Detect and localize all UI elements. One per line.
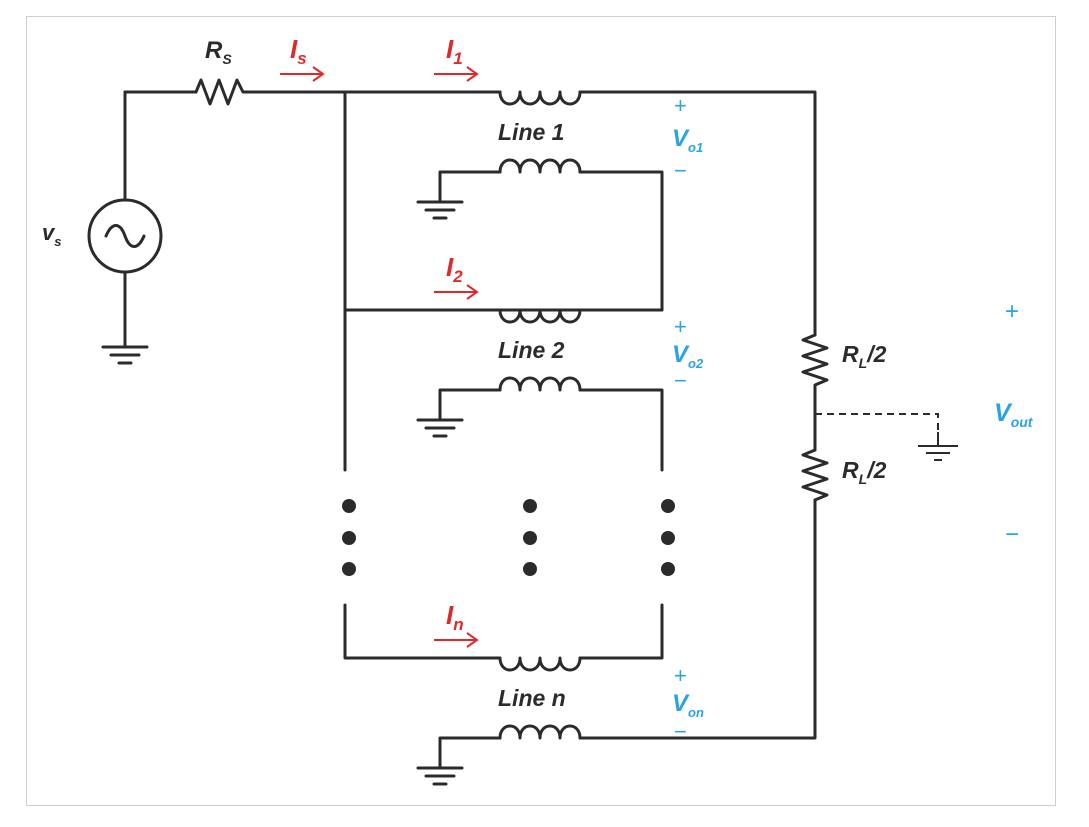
source-branch [87, 90, 163, 365]
i2-arrow [434, 284, 479, 300]
sine-wave-icon [104, 224, 146, 248]
i2-label: I2 [446, 252, 463, 286]
ground-icon-line2 [416, 418, 464, 438]
i1-label: I1 [446, 34, 463, 68]
diagram-frame [26, 16, 1056, 806]
vo1-minus: − [674, 158, 687, 183]
vo1-label: Vo1 [672, 125, 703, 155]
rs-label: RS [205, 37, 232, 67]
von-minus: − [674, 719, 687, 744]
vo2-minus: − [674, 368, 687, 393]
in-arrow [434, 632, 479, 648]
is-arrow [280, 66, 325, 82]
linen-secondary-coil [498, 724, 582, 740]
vo2-label: Vo2 [672, 341, 704, 371]
ac-source-circle [87, 198, 163, 274]
line1-label: Line 1 [498, 119, 564, 145]
von-plus: + [674, 663, 687, 688]
is-label: Is [290, 34, 307, 68]
linen-primary-coil [498, 656, 582, 672]
line2-label: Line 2 [498, 337, 565, 363]
continuation-dots [342, 499, 675, 576]
linen-label: Line n [498, 685, 566, 711]
line2-secondary-coil [498, 376, 582, 392]
vout-minus: − [1005, 521, 1019, 548]
ground-icon-linen [416, 766, 464, 786]
rl-bottom-label: RL/2 [842, 457, 887, 487]
rs-resistor [194, 78, 347, 106]
i1-arrow [434, 66, 479, 82]
rl-top-label: RL/2 [842, 341, 887, 371]
midpoint-dashed-wire [815, 413, 939, 430]
rl-bottom-resistor [801, 448, 829, 502]
vo2-plus: + [674, 314, 687, 339]
rl-top-resistor [801, 333, 829, 452]
ground-icon-midpoint [918, 432, 958, 461]
source-label: vs [42, 220, 61, 249]
line1-primary-coil [498, 90, 582, 106]
in-label: In [446, 600, 464, 634]
vout-plus: + [1005, 298, 1019, 325]
line1-secondary-coil [498, 158, 582, 174]
von-label: Von [672, 690, 704, 720]
line2-primary-coil [498, 308, 582, 324]
ground-icon-line1 [416, 200, 464, 220]
vo1-plus: + [674, 93, 687, 118]
vout-label: Vout [994, 399, 1034, 430]
ground-icon-source [101, 345, 149, 365]
